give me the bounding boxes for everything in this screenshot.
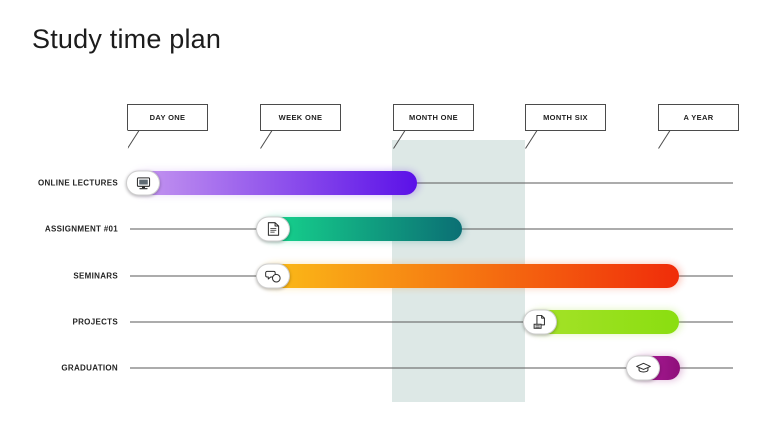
milestone-box: MONTH SIX (525, 104, 606, 131)
timeline-bar-online-lectures[interactable] (130, 171, 417, 195)
callout-tail-icon (393, 130, 406, 149)
timeline-bar-seminars[interactable] (260, 264, 679, 288)
milestone-box: MONTH ONE (393, 104, 474, 131)
row-label: SEMINARS (73, 271, 118, 281)
row-label: ASSIGNMENT #01 (44, 224, 118, 234)
milestone-label: MONTH ONE (409, 113, 458, 122)
callout-tail-icon (127, 130, 140, 149)
milestone-box: A YEAR (658, 104, 739, 131)
row-guide-line (130, 321, 733, 323)
page-title: Study time plan (32, 24, 222, 54)
milestone-callout-day-one[interactable]: DAY ONE (127, 104, 208, 149)
timeline-row-projects: PROJECTS (0, 307, 768, 337)
callout-tail-icon (525, 130, 538, 149)
monitor-icon[interactable] (126, 170, 160, 196)
row-guide-line (130, 367, 733, 369)
callout-tail-icon (260, 130, 273, 149)
milestone-callout-month-six[interactable]: MONTH SIX (525, 104, 606, 149)
row-guide-line (130, 182, 733, 184)
milestone-label: DAY ONE (149, 113, 186, 122)
graduation-cap-icon[interactable] (626, 355, 660, 381)
timeline-row-online-lectures: ONLINE LECTURES (0, 168, 768, 198)
milestone-label: A YEAR (683, 113, 714, 122)
milestone-label: WEEK ONE (278, 113, 323, 122)
report-icon[interactable] (523, 309, 557, 335)
milestone-callout-a-year[interactable]: A YEAR (658, 104, 739, 149)
milestone-box: WEEK ONE (260, 104, 341, 131)
callout-tail-icon (658, 130, 671, 149)
row-label: ONLINE LECTURES (37, 178, 118, 188)
chat-bubbles-icon[interactable] (256, 263, 290, 289)
timeline-bar-assignment-01[interactable] (260, 217, 462, 241)
timeline-row-graduation: GRADUATION (0, 353, 768, 383)
timeline-row-assignment-01: ASSIGNMENT #01 (0, 214, 768, 244)
milestone-box: DAY ONE (127, 104, 208, 131)
milestone-callout-week-one[interactable]: WEEK ONE (260, 104, 341, 149)
document-icon[interactable] (256, 216, 290, 242)
row-label: GRADUATION (61, 363, 118, 373)
timeline-row-seminars: SEMINARS (0, 261, 768, 291)
milestone-label: MONTH SIX (543, 113, 588, 122)
milestone-callout-month-one[interactable]: MONTH ONE (393, 104, 474, 149)
row-label: PROJECTS (72, 317, 118, 327)
